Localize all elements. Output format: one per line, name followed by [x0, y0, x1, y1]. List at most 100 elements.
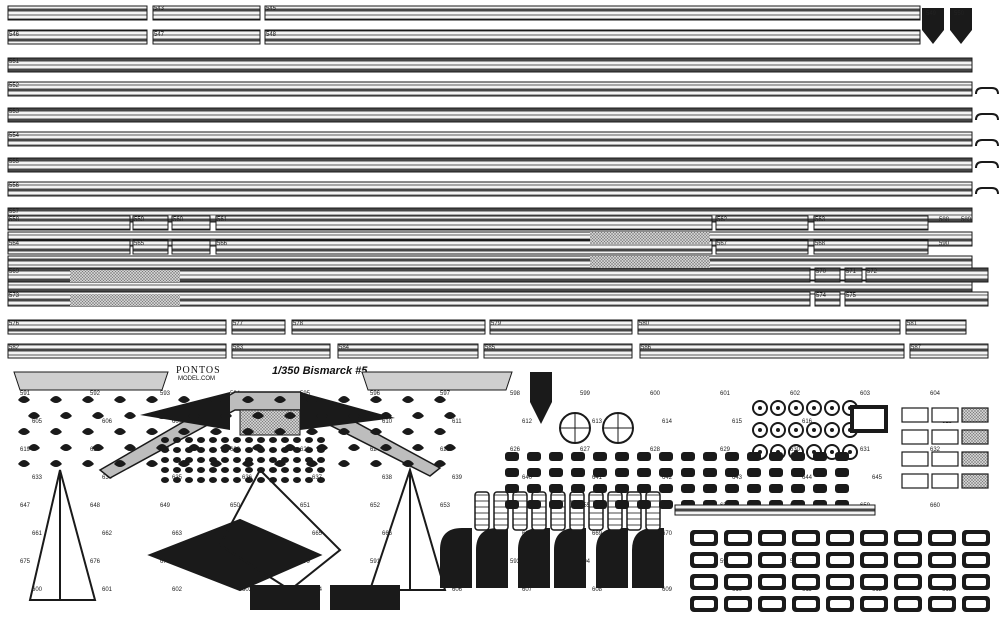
- small-part: [50, 428, 62, 435]
- railing-strip: [171, 239, 211, 255]
- small-part: [505, 452, 519, 461]
- part-number: 611: [452, 419, 462, 425]
- hatch-cutout: [966, 600, 986, 608]
- railing-strip: [865, 267, 989, 283]
- small-part: [338, 460, 350, 467]
- part-number: 576: [9, 321, 20, 327]
- small-part: [305, 467, 313, 473]
- hatch-cutout: [728, 556, 748, 564]
- small-part: [197, 437, 205, 443]
- small-part: [209, 447, 217, 453]
- small-part: [549, 500, 563, 509]
- curved-rail: [975, 161, 999, 169]
- small-part: [615, 452, 629, 461]
- small-part: [747, 452, 761, 461]
- part-number: 655: [580, 503, 591, 509]
- tripod-frames: [28, 466, 447, 601]
- mesh-panel: [70, 294, 180, 306]
- part-number: 587: [911, 345, 922, 351]
- part-number: 557: [9, 209, 20, 215]
- railing-strip: [7, 267, 811, 283]
- small-part: [245, 467, 253, 473]
- small-part: [185, 457, 193, 463]
- small-part: [210, 428, 222, 435]
- small-part: [444, 444, 456, 451]
- small-part: [725, 484, 739, 493]
- hatch-cutout: [830, 556, 850, 564]
- small-part: [725, 452, 739, 461]
- small-part: [505, 468, 519, 477]
- part-number: 628: [650, 447, 661, 453]
- hatch-cutout: [898, 578, 918, 586]
- part-number: 546: [9, 32, 20, 38]
- part-number: 582: [9, 345, 20, 351]
- part-number: 551: [9, 59, 20, 65]
- small-part: [835, 484, 849, 493]
- panel-part: [961, 473, 989, 489]
- railing-strip: [483, 343, 633, 359]
- part-number: 614: [662, 419, 673, 425]
- part-number: 569: [9, 269, 20, 275]
- small-part: [293, 457, 301, 463]
- part-number: 568: [815, 241, 826, 247]
- small-part: [185, 437, 193, 443]
- part-number: 649: [160, 503, 171, 509]
- hatch-cutout: [694, 600, 714, 608]
- part-number: 566: [217, 241, 228, 247]
- ring-part: [752, 400, 768, 416]
- small-part: [197, 467, 205, 473]
- hatch-cutout: [864, 534, 884, 542]
- small-part: [257, 447, 265, 453]
- small-part: [245, 447, 253, 453]
- part-number: 634: [102, 475, 113, 481]
- part-number: 588: [939, 217, 950, 223]
- railing-strip: [814, 267, 841, 283]
- ring-part: [806, 422, 822, 438]
- small-part: [791, 452, 805, 461]
- hatch-cutout: [932, 534, 952, 542]
- curved-rail: [975, 139, 999, 147]
- small-part: [221, 447, 229, 453]
- small-part: [317, 437, 325, 443]
- small-part: [114, 428, 126, 435]
- part-number: 560: [173, 217, 184, 223]
- small-part: [615, 468, 629, 477]
- small-part: [178, 428, 190, 435]
- small-part: [813, 468, 827, 477]
- small-part: [338, 428, 350, 435]
- small-part: [549, 452, 563, 461]
- ring-hub: [776, 406, 780, 410]
- small-part: [659, 452, 673, 461]
- part-number: 574: [816, 293, 827, 299]
- small-part: [221, 457, 229, 463]
- hatch-cutout: [932, 578, 952, 586]
- ladder-part: [550, 491, 566, 531]
- part-number: 573: [9, 293, 20, 299]
- hatch-cutout: [966, 534, 986, 542]
- ring-part: [806, 400, 822, 416]
- hatch-cutout: [966, 578, 986, 586]
- small-part: [549, 468, 563, 477]
- small-part: [156, 412, 168, 419]
- part-number: 613: [592, 419, 603, 425]
- hatch-cutout: [864, 556, 884, 564]
- hull-piece: [250, 585, 320, 610]
- small-part: [293, 447, 301, 453]
- ring-hub: [758, 406, 762, 410]
- railing-strip: [489, 319, 633, 335]
- small-part: [284, 412, 296, 419]
- part-number: 603: [860, 391, 871, 397]
- railing-strip: [264, 29, 921, 45]
- small-part: [161, 457, 169, 463]
- small-part: [348, 412, 360, 419]
- part-number: 645: [872, 475, 883, 481]
- small-part: [317, 447, 325, 453]
- railing-strip: [639, 343, 905, 359]
- small-part: [637, 468, 651, 477]
- part-number: 639: [452, 475, 463, 481]
- part-number: 571: [846, 269, 857, 275]
- small-part: [681, 468, 695, 477]
- part-number: 663: [172, 531, 183, 537]
- small-part: [703, 484, 717, 493]
- part-number: 550: [954, 11, 965, 17]
